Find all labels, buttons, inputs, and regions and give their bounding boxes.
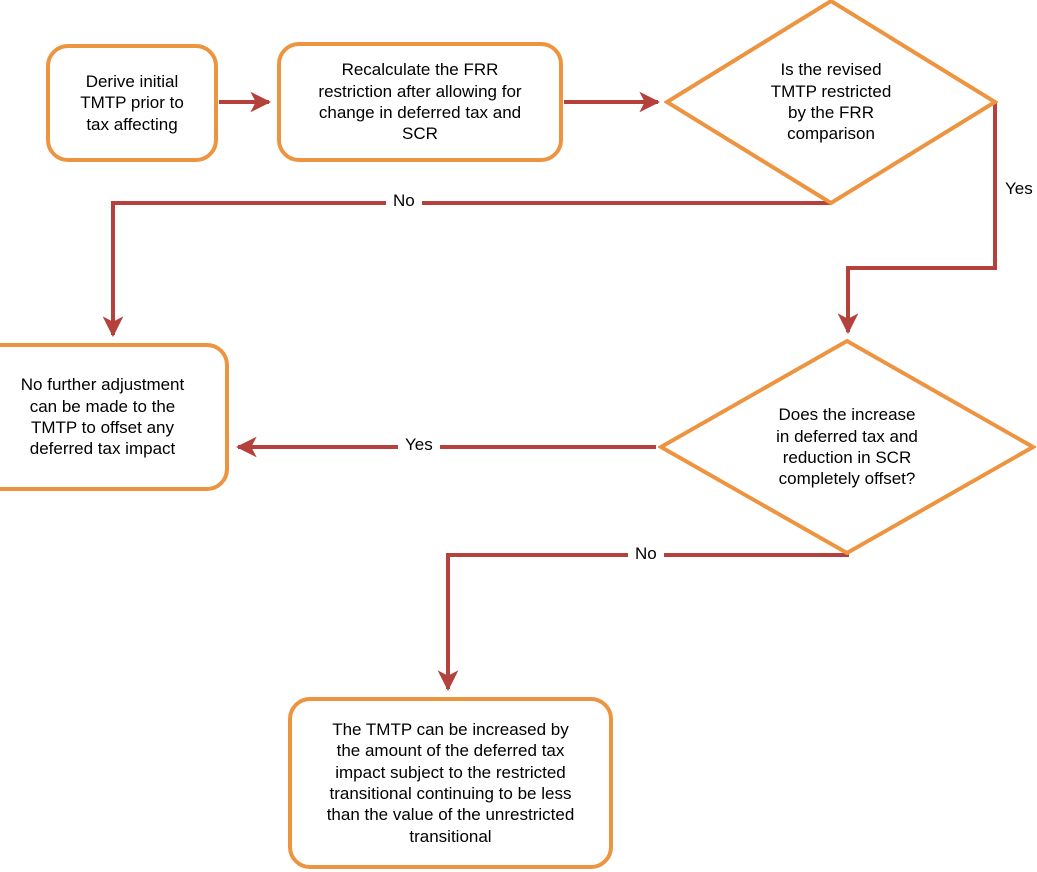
node-tmtp-can-be-increased-label: The TMTP can be increased by the amount …: [326, 719, 575, 846]
node-recalculate-frr-restriction-label: Recalculate the FRR restriction after al…: [318, 60, 522, 144]
edge-label-frr-no: No: [386, 192, 422, 209]
edge-label-frr-yes: Yes: [998, 180, 1037, 197]
node-recalculate-frr-restriction[interactable]: Recalculate the FRR restriction after al…: [277, 42, 563, 162]
node-frr-comparison-decision-label: Is the revised TMTP restricted by the FR…: [770, 60, 892, 144]
node-completely-offset-decision[interactable]: Does the increase in deferred tax and re…: [658, 338, 1036, 556]
node-completely-offset-decision-label: Does the increase in deferred tax and re…: [776, 405, 918, 489]
node-derive-initial-tmtp-label: Derive initial TMTP prior to tax affecti…: [80, 71, 184, 134]
node-tmtp-can-be-increased[interactable]: The TMTP can be increased by the amount …: [288, 697, 613, 869]
node-frr-comparison-decision[interactable]: Is the revised TMTP restricted by the FR…: [664, 0, 998, 206]
edge-label-offset-no: No: [628, 545, 664, 562]
diamond-shape-icon: [664, 0, 998, 206]
connector-offset-no-to-tmtp-increase: [437, 553, 849, 692]
node-derive-initial-tmtp[interactable]: Derive initial TMTP prior to tax affecti…: [46, 44, 218, 162]
connector-frr-no-to-no-adjustment: [102, 201, 831, 338]
node-no-further-adjustment[interactable]: No further adjustment can be made to the…: [0, 343, 229, 491]
edge-label-offset-yes: Yes: [398, 436, 440, 453]
diamond-shape-icon: [658, 338, 1036, 556]
node-no-further-adjustment-label: No further adjustment can be made to the…: [20, 375, 185, 459]
